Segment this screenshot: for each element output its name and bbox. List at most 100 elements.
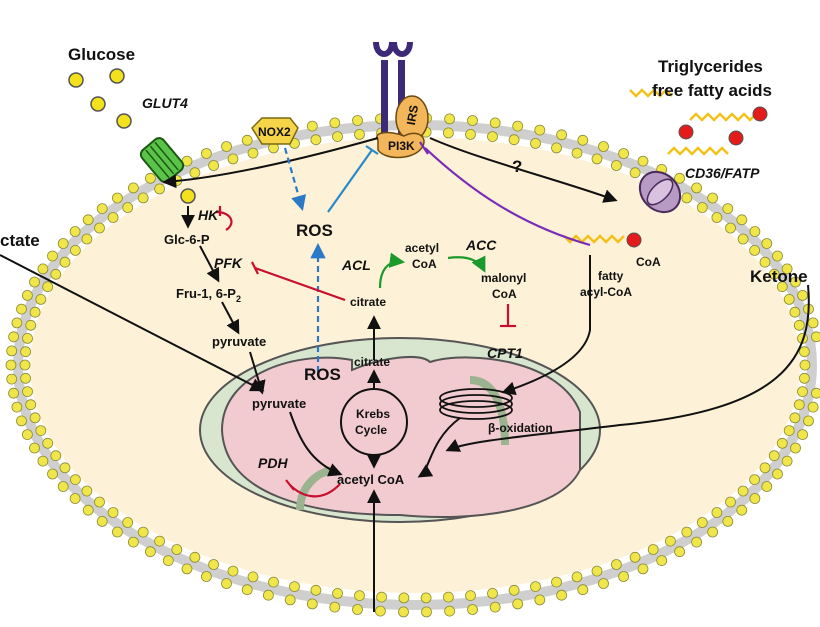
phospholipid-head	[50, 268, 62, 280]
phospholipid-head	[8, 331, 20, 343]
phospholipid-head	[6, 345, 18, 357]
phospholipid-head	[467, 115, 478, 126]
phospholipid-head	[512, 598, 524, 610]
phospholipid-head	[11, 401, 23, 413]
phospholipid-head	[241, 134, 253, 146]
nox2-label: NOX2	[258, 125, 291, 139]
glut4-icon	[139, 137, 185, 183]
phospholipid-head	[69, 493, 81, 504]
phospholipid-head	[749, 474, 760, 486]
phospholipid-head	[489, 601, 501, 613]
phospholipid-head	[691, 536, 702, 548]
phospholipid-head	[310, 134, 322, 146]
phospholipid-head	[637, 563, 649, 575]
cd36-label: CD36/FATP	[685, 165, 760, 181]
phospholipid-head	[70, 474, 81, 486]
phospholipid-head	[656, 555, 668, 566]
phospholipid-head	[696, 517, 708, 528]
phospholipid-head	[6, 373, 18, 385]
beta-oxidation-spiral-icon	[439, 388, 513, 420]
cycle-label: Cycle	[355, 423, 387, 437]
phospholipid-head	[629, 551, 641, 563]
phospholipid-head	[571, 571, 583, 583]
phospholipid-head	[618, 148, 629, 159]
phospholipid-head	[227, 565, 239, 577]
inhibition-lines	[215, 141, 591, 498]
phospholipid-head	[107, 212, 119, 223]
phospholipid-head	[707, 526, 718, 538]
phospholipid-head	[789, 306, 801, 318]
phospholipid-head	[181, 563, 193, 575]
phospholipid-head	[665, 535, 676, 547]
phospholipid-head	[96, 516, 108, 527]
pi3k-label: PI3K	[388, 139, 415, 153]
phospholipid-head	[781, 455, 793, 467]
phospholipid-head	[137, 192, 149, 204]
phospholipid-head	[59, 462, 71, 474]
phospholipid-head	[37, 263, 49, 275]
phospholipid-head	[797, 386, 808, 398]
phospholipid-head	[591, 565, 603, 577]
phospholipid-head	[737, 233, 749, 245]
phospholipid-head	[35, 293, 47, 305]
phospholipid-head	[29, 276, 40, 288]
phospholipid-head	[29, 412, 41, 424]
phospholipid-head	[618, 571, 629, 582]
phospholipid-head	[781, 263, 793, 275]
acl-acc-arrows	[378, 252, 486, 289]
acl-label: ACL	[341, 257, 371, 273]
hk-label: HK	[198, 207, 219, 223]
phospholipid-head	[512, 120, 524, 132]
free-fatty-acids-label: free fatty acids	[652, 81, 772, 100]
phospholipid-head	[332, 131, 343, 143]
phospholipid-head	[681, 526, 693, 538]
phospholipid-head	[81, 233, 93, 245]
phospholipid-head	[797, 429, 808, 441]
phospholipid-head	[35, 425, 47, 437]
phospholipid-head	[789, 412, 801, 424]
phospholipid-head	[591, 153, 603, 165]
phospholipid-head	[247, 571, 259, 583]
pfk-label: PFK	[214, 255, 243, 271]
phospholipid-head	[374, 605, 386, 617]
phospholipid-head	[247, 147, 259, 159]
phospholipid-head	[772, 250, 783, 262]
glucose-molecules	[68, 68, 196, 204]
fatty-coa-label: CoA	[636, 255, 661, 269]
phospholipid-head	[420, 592, 432, 604]
phospholipid-head	[127, 182, 139, 194]
phospholipid-head	[647, 544, 659, 555]
phospholipid-head	[82, 214, 94, 226]
phospholipid-head	[803, 415, 814, 427]
phospholipid-head	[29, 442, 40, 454]
phospholipid-head	[112, 192, 123, 204]
phospholipid-head	[171, 544, 183, 555]
phospholipid-head	[487, 131, 498, 143]
phospholipid-head	[154, 183, 166, 195]
phospholipid-head	[154, 535, 166, 547]
phospholipid-head	[21, 289, 33, 301]
phospholipid-head	[354, 128, 365, 140]
phospholipid-head	[19, 359, 31, 371]
phospholipid-head	[681, 192, 693, 204]
phospholipid-head	[227, 153, 239, 165]
phospholipid-head	[797, 289, 808, 301]
phospholipid-head	[508, 584, 520, 596]
beta-oxidation-label: β-oxidation	[488, 421, 553, 435]
phospholipid-head	[221, 141, 232, 152]
ros-mito-label: ROS	[304, 365, 341, 384]
phospholipid-head	[329, 117, 341, 129]
pyruvate-mito-label: pyruvate	[252, 396, 306, 411]
phospholipid-head	[22, 386, 33, 398]
pdh-label: PDH	[258, 455, 288, 471]
phospholipid-head	[487, 588, 498, 599]
phospholipid-head	[352, 604, 363, 615]
mitochondrion	[199, 337, 601, 523]
phospholipid-head	[799, 372, 810, 384]
phospholipid-head	[722, 516, 734, 527]
phospholipid-head	[200, 148, 212, 159]
phospholipid-head	[737, 485, 749, 497]
phospholipid-head	[577, 584, 589, 596]
irs-pi3k-complex: IRS PI3K	[376, 95, 429, 159]
phospholipid-head	[799, 359, 811, 371]
